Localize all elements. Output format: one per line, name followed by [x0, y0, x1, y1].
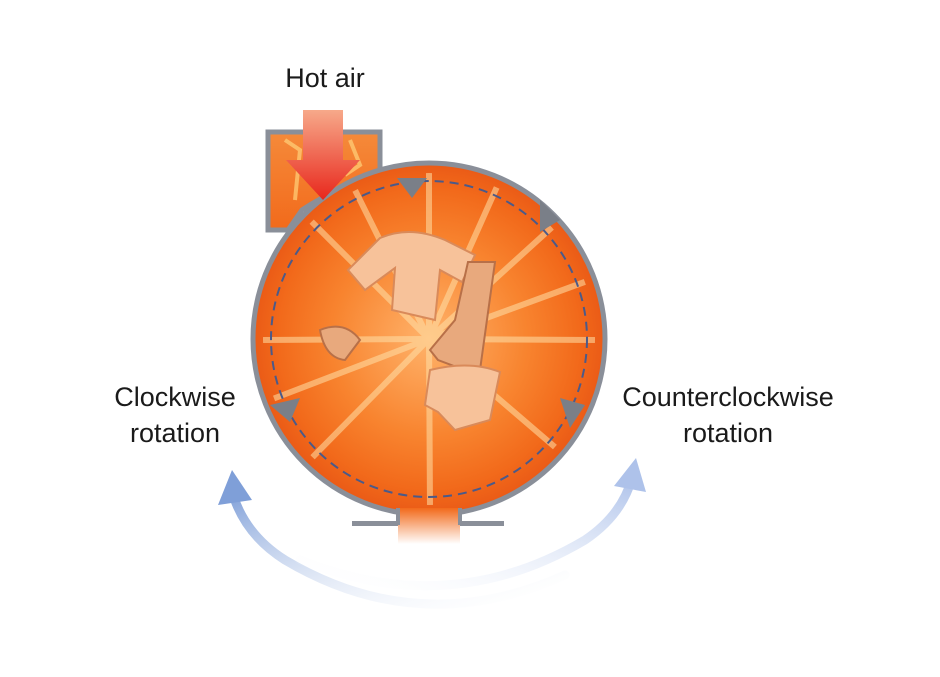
counterclockwise-label-line1: Counterclockwise	[622, 382, 834, 412]
clockwise-rotation-label: Clockwise rotation	[70, 379, 280, 451]
hot-air-label: Hot air	[285, 63, 365, 93]
drum-baffle	[540, 200, 560, 232]
laundry-items	[318, 230, 502, 432]
clockwise-label-line2: rotation	[129, 418, 221, 448]
counterclockwise-rotation-label: Counterclockwise rotation	[608, 379, 848, 451]
curved-arrow-left-icon	[218, 470, 570, 609]
shirt	[346, 230, 477, 322]
shirt-2	[423, 364, 502, 432]
drum-baffle	[560, 398, 585, 428]
sock	[318, 325, 362, 362]
drum-baffle	[270, 398, 300, 422]
curved-arrow-right-icon	[295, 458, 646, 591]
counterclockwise-label-line2: rotation	[682, 418, 774, 448]
down-arrow-icon	[286, 110, 360, 200]
drum-stand	[352, 508, 504, 544]
drum-baffle	[397, 178, 427, 198]
dryer-drum	[250, 160, 608, 518]
clockwise-label-line1: Clockwise	[114, 382, 236, 412]
